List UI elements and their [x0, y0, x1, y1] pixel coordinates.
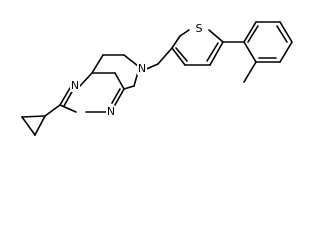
atom-n6: N	[138, 62, 146, 75]
cyclopropyl-group	[21, 104, 61, 136]
tolyl-ring	[222, 21, 293, 83]
structure-svg: N N N S	[21, 21, 293, 136]
tetrahydropyridine-ring	[91, 54, 159, 90]
atom-labels: N N N S	[70, 22, 204, 118]
atom-n3: N	[107, 105, 115, 118]
thiophene-ring	[157, 29, 224, 66]
atom-n1: N	[71, 79, 79, 92]
atom-s1: S	[196, 22, 203, 35]
molecule-diagram: N N N S	[21, 21, 293, 136]
pyrimidine-ring	[59, 72, 125, 113]
